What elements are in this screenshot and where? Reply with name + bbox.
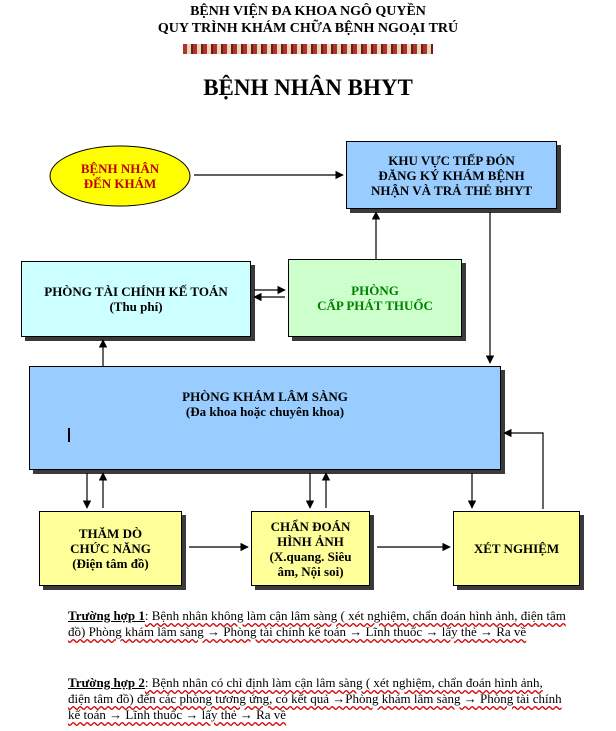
case-2-text: : Bệnh nhân có chỉ định làm cận lâm sàng… [68,675,562,722]
case-1-note: Trường hợp 1: Bệnh nhân không làm cận lâ… [68,608,568,640]
patient-line1: BỆNH NHÂN [80,161,160,176]
patient-node: BỆNH NHÂN ĐẾN KHÁM [50,146,190,206]
finance-line1: PHÒNG TÀI CHÍNH KẾ TOÁN [44,284,228,299]
functional-box: THĂM DÒ CHỨC NĂNG (Điện tâm đồ) [39,511,182,586]
clinic-line2: (Đa khoa hoặc chuyên khoa) [185,404,345,419]
pharmacy-box: PHÒNG CẤP PHÁT THUỐC [288,259,462,337]
reception-line1: KHU VỰC TIẾP ĐÓN [388,152,515,168]
pharmacy-line2: CẤP PHÁT THUỐC [317,298,433,313]
reception-box: KHU VỰC TIẾP ĐÓN ĐĂNG KÝ KHÁM BỆNH NHẬN … [346,141,557,209]
functional-line1: THĂM DÒ [78,526,143,541]
imaging-line3: (X.quang. Siêu [269,548,352,564]
lab-line1: XÉT NGHIỆM [473,541,560,556]
reception-line3: NHẬN VÀ TRẢ THẺ BHYT [370,182,533,198]
imaging-line4: âm, Nội soi) [277,563,344,579]
pharmacy-line1: PHÒNG [351,283,399,298]
clinic-line1: PHÒNG KHÁM LÂM SÀNG [182,389,348,404]
arrow-lab-to-clinic [503,428,544,509]
case-2-note: Trường hợp 2: Bệnh nhân có chỉ định làm … [68,675,568,723]
finance-box: PHÒNG TÀI CHÍNH KẾ TOÁN (Thu phí) [21,261,251,337]
imaging-box: CHẨN ĐOÁN HÌNH ẢNH (X.quang. Siêu âm, Nộ… [251,511,370,586]
patient-oval [49,145,191,207]
finance-line2: (Thu phí) [109,299,163,314]
clinic-box: PHÒNG KHÁM LÂM SÀNG (Đa khoa hoặc chuyên… [29,366,501,470]
case-2-label: Trường hợp 2 [68,675,145,690]
lab-box: XÉT NGHIỆM [453,511,580,586]
case-1-label: Trường hợp 1 [68,608,145,623]
process-title: QUY TRÌNH KHÁM CHỮA BỆNH NGOẠI TRÚ [157,21,459,36]
functional-line3: (Điện tâm đồ) [72,556,149,571]
imaging-line2: HÌNH ẢNH [277,533,344,549]
hospital-name: BỆNH VIỆN ĐA KHOA NGÔ QUYỀN [190,4,426,19]
patient-ellipse [49,145,191,207]
decorative-band [183,44,433,54]
case-1-text: : Bệnh nhân không làm cận lâm sàng ( xét… [68,608,566,639]
imaging-line1: CHẨN ĐOÁN [270,518,351,534]
patient-line2: ĐẾN KHÁM [83,176,157,191]
page-title: BỆNH NHÂN BHYT [203,75,413,100]
reception-line2: ĐĂNG KÝ KHÁM BỆNH [378,167,525,183]
functional-line2: CHỨC NĂNG [70,541,151,556]
text-cursor [68,428,70,442]
